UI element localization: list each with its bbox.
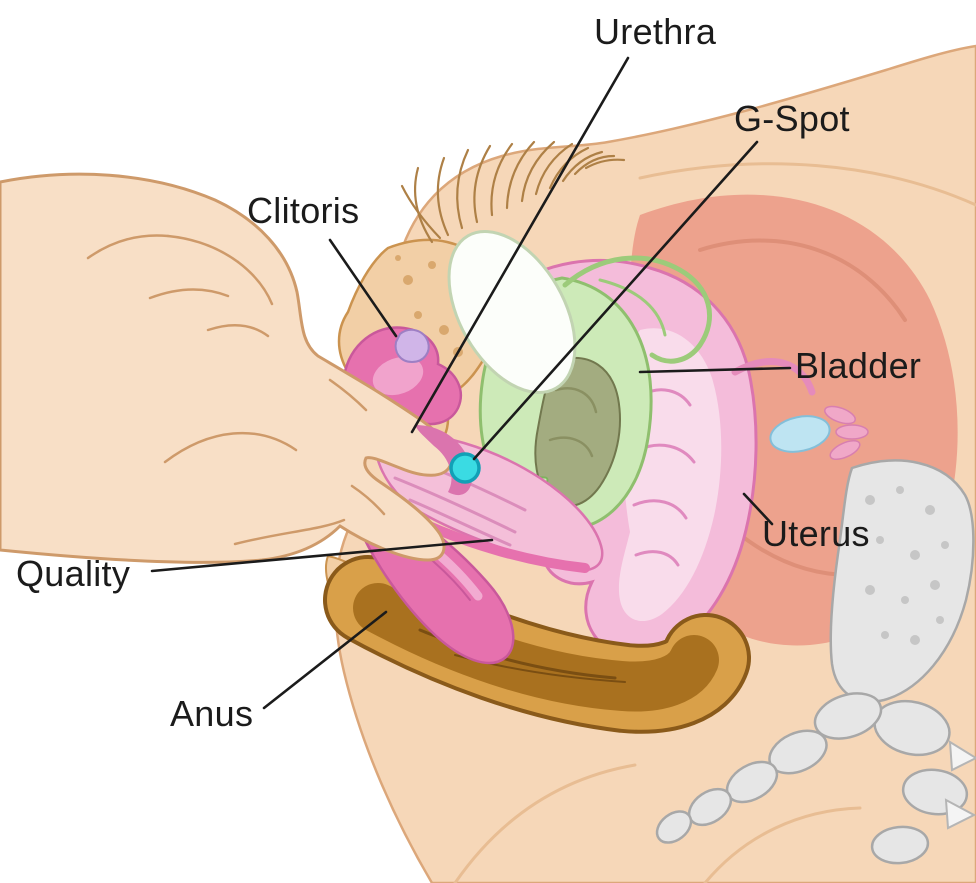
g-spot-marker <box>449 452 481 484</box>
label-bladder: Bladder <box>795 345 922 386</box>
urethral-sponge <box>534 357 621 508</box>
leader-line-anus <box>262 610 388 710</box>
sacrum-bone <box>829 459 975 703</box>
round-ligament <box>562 255 712 364</box>
ovary <box>769 415 831 453</box>
hand-creases <box>86 234 386 546</box>
label-quality: Quality <box>16 553 131 594</box>
skin-contours <box>453 162 976 883</box>
leader-line-quality <box>150 538 494 573</box>
leader-line-clitoris <box>328 238 398 338</box>
label-uterus: Uterus <box>762 513 870 554</box>
label-g-spot: G-Spot <box>734 98 850 139</box>
clitoris-shape <box>394 328 430 364</box>
leader-line-urethra <box>410 56 630 434</box>
leader-lines <box>150 56 792 710</box>
leader-line-g-spot <box>472 140 759 461</box>
sacrum-speckles <box>865 486 949 645</box>
vertebrae-coccyx <box>655 692 976 865</box>
leader-line-bladder <box>638 366 792 374</box>
label-clitoris: Clitoris <box>247 190 360 231</box>
fallopian-tube <box>731 358 869 461</box>
label-urethra: Urethra <box>594 11 717 52</box>
label-anus: Anus <box>170 693 254 734</box>
pubic-hair <box>400 140 626 244</box>
leader-line-uterus <box>742 492 774 526</box>
